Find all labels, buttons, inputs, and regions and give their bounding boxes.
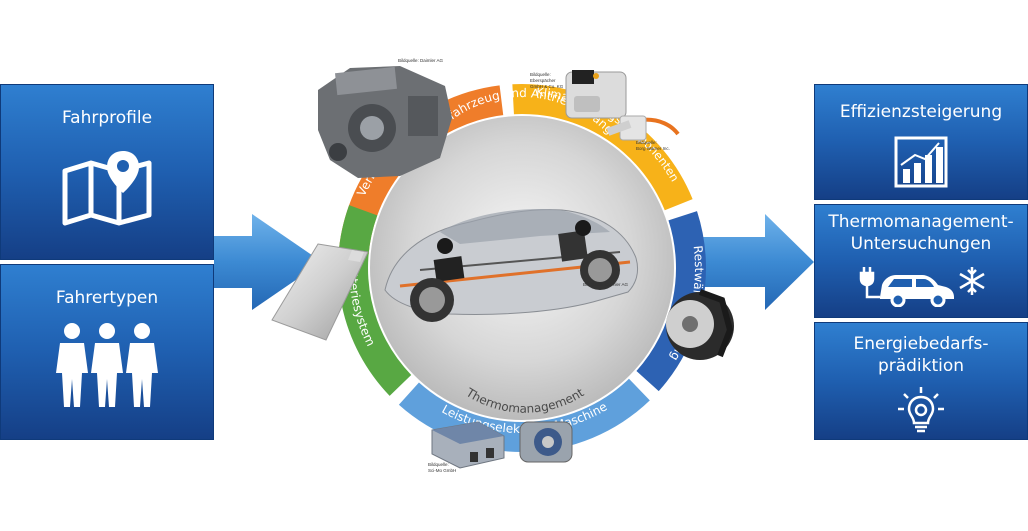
fahrprofile-label: Fahrprofile bbox=[61, 108, 153, 128]
turbine-illustration bbox=[666, 289, 734, 360]
inverter-illustration bbox=[431, 421, 505, 469]
heater-illustration bbox=[565, 70, 627, 119]
e-machine-illustration bbox=[519, 421, 573, 463]
car-plug-snowflake-icon bbox=[859, 267, 985, 307]
heater-credit-2: Eberspächer bbox=[530, 78, 556, 83]
engine-illustration bbox=[318, 66, 452, 178]
ptc-heater-illustration bbox=[606, 115, 680, 141]
heater-credit-1: Bildquelle: bbox=[530, 72, 551, 77]
heater-credit-3: GmbH & Co. KG bbox=[530, 84, 564, 89]
ptc-credit-1: Bildquelle: bbox=[636, 140, 657, 145]
lightbulb-gear-icon bbox=[898, 387, 944, 433]
bar-chart-icon bbox=[894, 136, 948, 188]
car-credit: Bildquelle: Daimler AG bbox=[583, 282, 629, 287]
effizienzsteigerung-box: Effizienzsteigerung bbox=[814, 84, 1028, 200]
inverter-credit-2: Sci-Mo GmbH bbox=[428, 468, 456, 473]
thermomanagement-box: Thermomanagement- Untersuchungen bbox=[814, 204, 1028, 318]
people-icon bbox=[56, 323, 158, 407]
battery-cell-illustration bbox=[271, 243, 369, 341]
left-arrow bbox=[214, 214, 322, 310]
energiebedarf-box: Energiebedarfs- prädiktion bbox=[814, 322, 1028, 440]
engine-credit: Bildquelle: Daimler AG bbox=[398, 58, 444, 63]
ring-segment bbox=[636, 211, 707, 392]
fahrertypen-label: Fahrertypen bbox=[55, 288, 159, 308]
right-arrow bbox=[700, 214, 814, 310]
fahrertypen-box: Fahrertypen bbox=[0, 264, 214, 440]
ptc-credit-2: Borg Warner Inc. bbox=[636, 146, 670, 151]
inverter-credit-1: Bildquelle: bbox=[428, 462, 449, 467]
energiebedarf-label: Energiebedarfs- prädiktion bbox=[853, 334, 989, 376]
car-illustration bbox=[384, 208, 639, 322]
thermomanagement-label: Thermomanagement- Untersuchungen bbox=[828, 212, 1014, 254]
map-pin-icon bbox=[62, 151, 152, 226]
ring-segment bbox=[512, 83, 693, 211]
fahrprofile-box: Fahrprofile bbox=[0, 84, 214, 260]
effizienzsteigerung-label: Effizienzsteigerung bbox=[839, 102, 1003, 122]
